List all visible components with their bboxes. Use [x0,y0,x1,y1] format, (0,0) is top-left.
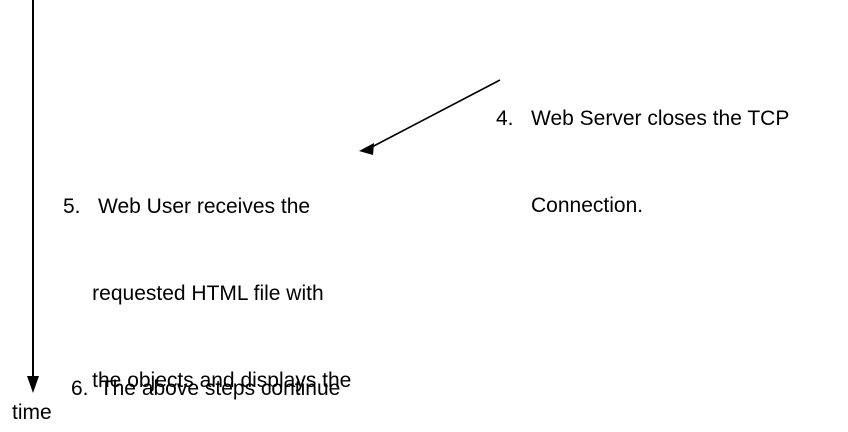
step-5-line-1: 5. Web User receives the [63,195,311,218]
step-4-line-1: 4. Web Server closes the TCP [496,107,790,130]
time-arrow [27,0,39,393]
step-6-line-1: 6. The above steps continue [71,377,341,400]
step-4-line-2: Connection. [496,194,644,217]
step-5-line-2: requested HTML file with [63,282,324,305]
step-5-line-3: the objects and displays the [63,369,352,392]
step-5-text: 5. Web User receives the requested HTML … [63,134,351,432]
time-axis-label: time [12,401,52,424]
step4-to-step5-arrow [359,79,501,155]
step-4-text: 4. Web Server closes the TCP Connection. [496,46,789,278]
step-6-text: 6. The above steps continue for the refe… [71,316,359,432]
